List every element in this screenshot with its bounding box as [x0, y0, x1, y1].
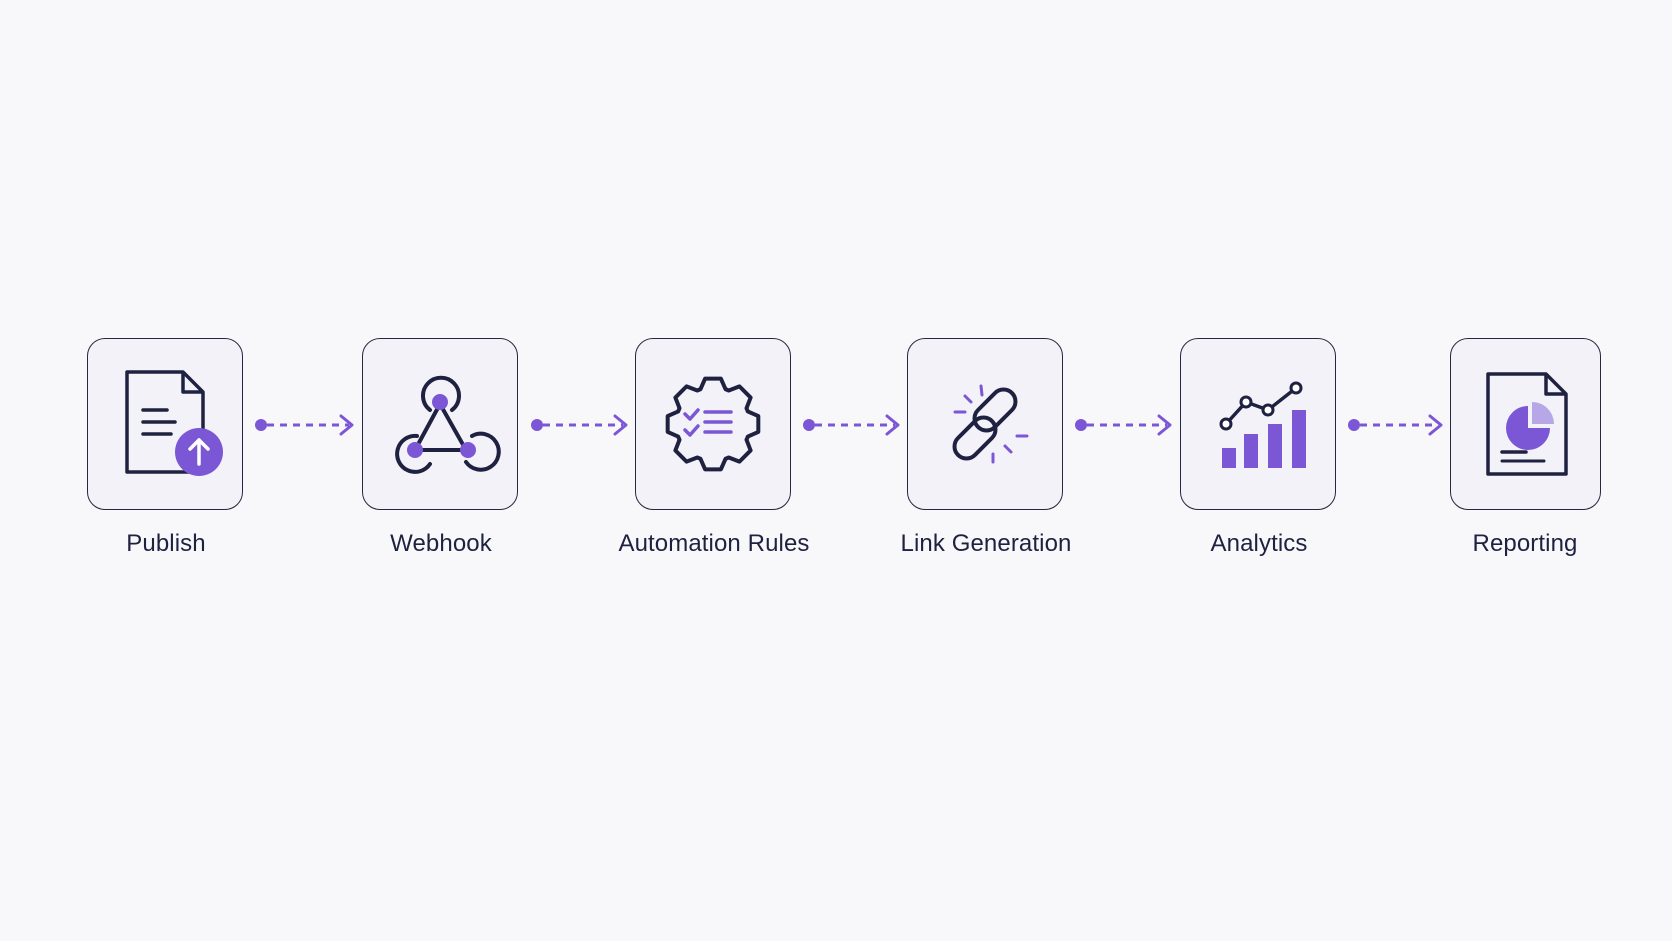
connector-automation-link: [803, 410, 901, 440]
dashed-arrow: [531, 414, 628, 436]
step-label-automation-rules: Automation Rules: [618, 530, 810, 557]
connector-analytics-reporting: [1348, 410, 1444, 440]
step-card-webhook: [362, 338, 518, 510]
dashed-arrow: [255, 414, 354, 436]
step-reporting: Reporting: [1450, 338, 1608, 557]
step-label-publish: Publish: [126, 530, 206, 557]
step-card-reporting: [1450, 338, 1601, 510]
connector-start-dot: [255, 419, 267, 431]
connector-link-analytics: [1075, 410, 1173, 440]
arrow-head-icon: [339, 414, 354, 436]
broken-link-icon: [952, 384, 1029, 464]
step-card-automation-rules: [635, 338, 791, 510]
dashed-arrow: [803, 414, 900, 436]
arrow-head-icon: [885, 414, 900, 436]
step-card-analytics: [1180, 338, 1336, 510]
dashed-arrow: [1075, 414, 1172, 436]
analytics-chart-icon: [1219, 381, 1306, 468]
step-webhook: Webhook: [362, 338, 520, 557]
step-label-reporting: Reporting: [1472, 530, 1578, 557]
connector-publish-webhook: [255, 410, 355, 440]
gear-checklist-icon: [665, 376, 761, 472]
connector-start-dot: [531, 419, 543, 431]
gear-outline: [665, 376, 761, 472]
arrow-head-icon: [613, 414, 628, 436]
step-label-link-generation: Link Generation: [900, 530, 1072, 557]
step-label-webhook: Webhook: [390, 530, 492, 557]
step-automation-rules: Automation Rules: [618, 338, 809, 557]
connector-start-dot: [803, 419, 815, 431]
arrow-head-icon: [1157, 414, 1172, 436]
step-label-analytics: Analytics: [1210, 530, 1308, 557]
report-document-icon: [1485, 372, 1568, 476]
connector-start-dot: [1075, 419, 1087, 431]
step-card-publish: [87, 338, 243, 510]
connector-webhook-automation: [531, 410, 629, 440]
connector-start-dot: [1348, 419, 1360, 431]
step-publish: Publish: [87, 338, 245, 557]
dashed-arrow: [1348, 414, 1443, 436]
step-link-generation: Link Generation: [901, 338, 1071, 557]
step-card-link-generation: [907, 338, 1063, 510]
step-analytics: Analytics: [1180, 338, 1338, 557]
document-upload-icon: [125, 370, 223, 476]
arrow-head-icon: [1428, 414, 1443, 436]
webhook-icon: [395, 375, 501, 474]
